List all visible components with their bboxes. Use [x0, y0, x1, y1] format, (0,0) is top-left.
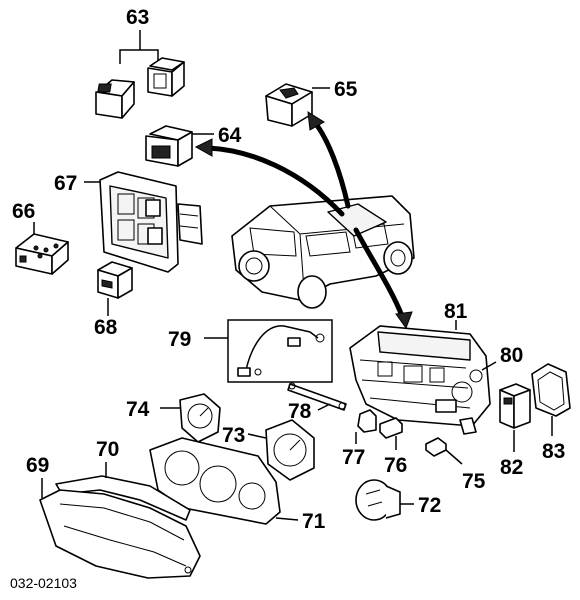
callout-75: 75: [462, 470, 486, 493]
callout-65: 65: [334, 78, 358, 101]
callout-78: 78: [288, 400, 312, 423]
part-68-switch: [97, 261, 133, 316]
part-66-switch-block: [15, 222, 69, 275]
pointer-arrows: [194, 111, 413, 330]
part-75-clip: [425, 437, 463, 465]
part-63-switches: [95, 30, 185, 119]
part-82-module: [499, 383, 531, 452]
callout-76: 76: [384, 454, 407, 477]
callout-73: 73: [222, 424, 245, 447]
part-81-housing: [349, 320, 491, 435]
part-74-gauge: [160, 393, 221, 443]
callout-66: 66: [12, 200, 35, 223]
callout-77: 77: [342, 446, 365, 469]
vehicle-outline: [231, 195, 415, 309]
part-80-connector: [469, 361, 497, 383]
callout-82: 82: [500, 456, 523, 479]
callout-67: 67: [54, 172, 77, 195]
callout-79: 79: [168, 328, 191, 351]
callout-80: 80: [500, 344, 523, 367]
part-79-harness: [204, 319, 333, 383]
callout-74: 74: [126, 398, 150, 421]
callout-68: 68: [94, 316, 118, 339]
part-78-bar: [287, 382, 347, 411]
part-83-gasket: [531, 363, 571, 436]
callout-72: 72: [418, 494, 441, 517]
callout-71: 71: [302, 510, 326, 533]
part-65-switch: [265, 83, 330, 127]
callout-69: 69: [26, 454, 49, 477]
callout-63: 63: [126, 6, 149, 29]
part-73-gauge: [247, 419, 315, 481]
part-76-clip: [379, 417, 403, 450]
part-69-meter-case: [39, 478, 201, 579]
callout-83: 83: [542, 440, 565, 463]
part-67-switch-panel: [84, 171, 203, 273]
callout-70: 70: [96, 438, 119, 461]
part-77-clip: [355, 409, 377, 444]
callout-81: 81: [444, 300, 468, 323]
part-64-switch: [145, 125, 214, 167]
callout-64: 64: [218, 124, 242, 147]
diagram-code: 032-02103: [10, 575, 77, 591]
part-72-gauge-unit: [355, 479, 414, 521]
